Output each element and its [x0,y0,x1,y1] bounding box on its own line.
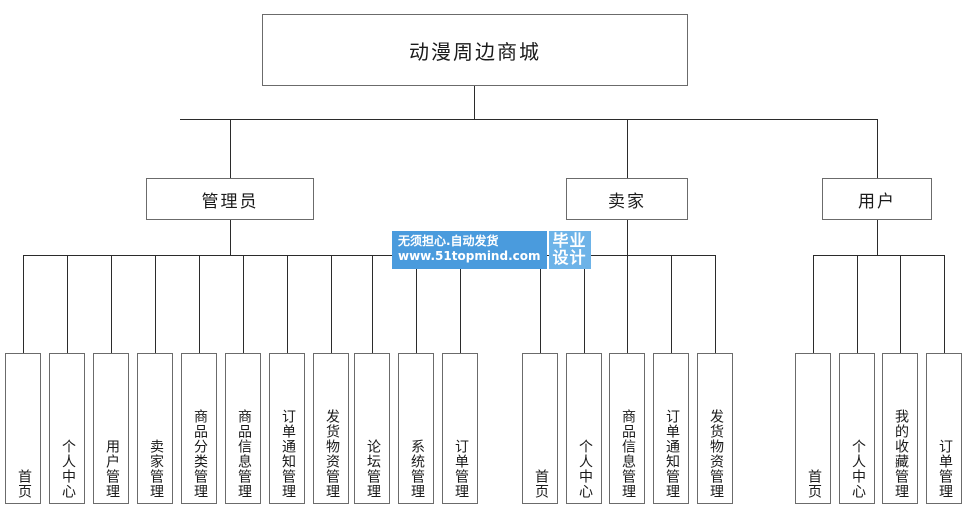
leaf-seller-order-notice-management[interactable]: 订单通知管理 [653,353,689,504]
leaf-label: 个人中心 [577,439,592,499]
watermark-badge: 毕业 设计 [548,231,591,269]
leaf-seller-shipping-material-management[interactable]: 发货物资管理 [697,353,733,504]
leaf-user-home[interactable]: 首页 [795,353,831,504]
branch-node-seller-label: 卖家 [608,191,646,211]
connector-user-leaf-2 [857,255,858,353]
root-node-anime-mall[interactable]: 动漫周边商城 [262,14,688,86]
leaf-label: 用户管理 [104,439,119,499]
connector-level1-bus [180,119,878,120]
connector-seller-leaf-2 [584,255,585,353]
root-node-label: 动漫周边商城 [409,41,541,64]
leaf-label: 发货物资管理 [708,409,723,499]
branch-node-admin-label: 管理员 [201,191,259,211]
branch-node-admin[interactable]: 管理员 [146,178,314,220]
leaf-admin-home[interactable]: 首页 [5,353,41,504]
leaf-label: 首页 [533,469,548,499]
watermark-main: 无须担心.自动发货 www.51topmind.com [392,231,547,269]
leaf-admin-seller-management[interactable]: 卖家管理 [137,353,173,504]
leaf-label: 首页 [16,469,31,499]
connector-admin-leaf-4 [155,255,156,353]
leaf-admin-forum-management[interactable]: 论坛管理 [354,353,390,504]
leaf-admin-personal-center[interactable]: 个人中心 [49,353,85,504]
leaf-label: 论坛管理 [365,439,380,499]
leaf-label: 订单通知管理 [664,409,679,499]
leaf-label: 首页 [806,469,821,499]
leaf-user-personal-center[interactable]: 个人中心 [839,353,875,504]
leaf-user-my-favorites-management[interactable]: 我的收藏管理 [882,353,918,504]
connector-user-bus [813,255,944,256]
leaf-label: 卖家管理 [148,439,163,499]
connector-seller-leaf-1 [540,255,541,353]
leaf-admin-order-management[interactable]: 订单管理 [442,353,478,504]
branch-node-user-label: 用户 [858,191,896,211]
connector-admin-leaf-1 [23,255,24,353]
connector-user-leaf-3 [900,255,901,353]
leaf-label: 商品分类管理 [192,409,207,499]
watermark-url: www.51topmind.com [398,249,541,264]
connector-admin-leaf-6 [243,255,244,353]
connector-root-stem [474,86,475,119]
leaf-label: 订单管理 [453,439,468,499]
connector-admin-leaf-10 [416,255,417,353]
leaf-seller-personal-center[interactable]: 个人中心 [566,353,602,504]
connector-admin-leaf-11 [460,255,461,353]
connector-user-stem [877,220,878,255]
leaf-user-order-management[interactable]: 订单管理 [926,353,962,504]
connector-drop-admin [230,119,231,178]
leaf-admin-user-management[interactable]: 用户管理 [93,353,129,504]
leaf-label: 个人中心 [850,439,865,499]
watermark-badge-line2: 设计 [552,247,587,267]
connector-admin-leaf-5 [199,255,200,353]
leaf-label: 商品信息管理 [620,409,635,499]
connector-drop-seller [627,119,628,178]
connector-admin-stem [230,220,231,255]
watermark-badge-line1: 毕业 [552,231,587,250]
leaf-label: 商品信息管理 [236,409,251,499]
connector-drop-user [877,119,878,178]
leaf-seller-home[interactable]: 首页 [522,353,558,504]
connector-seller-leaf-5 [715,255,716,353]
connector-admin-leaf-7 [287,255,288,353]
connector-user-leaf-1 [813,255,814,353]
leaf-admin-product-category-management[interactable]: 商品分类管理 [181,353,217,504]
leaf-label: 个人中心 [60,439,75,499]
connector-admin-bus [23,255,460,256]
leaf-label: 发货物资管理 [324,409,339,499]
connector-admin-leaf-9 [372,255,373,353]
branch-node-seller[interactable]: 卖家 [566,178,688,220]
connector-seller-leaf-3 [627,255,628,353]
leaf-admin-system-management[interactable]: 系统管理 [398,353,434,504]
leaf-admin-product-info-management[interactable]: 商品信息管理 [225,353,261,504]
watermark-slogan: 无须担心.自动发货 [398,234,499,249]
branch-node-user[interactable]: 用户 [822,178,932,220]
connector-admin-leaf-3 [111,255,112,353]
connector-seller-stem [627,220,628,255]
leaf-admin-order-notice-management[interactable]: 订单通知管理 [269,353,305,504]
leaf-seller-product-info-management[interactable]: 商品信息管理 [609,353,645,504]
watermark-overlay: 无须担心.自动发货 www.51topmind.com 毕业 设计 [392,231,591,269]
connector-user-leaf-4 [944,255,945,353]
leaf-admin-shipping-material-management[interactable]: 发货物资管理 [313,353,349,504]
connector-admin-leaf-2 [67,255,68,353]
leaf-label: 订单管理 [937,439,952,499]
leaf-label: 我的收藏管理 [893,409,908,499]
connector-seller-leaf-4 [671,255,672,353]
leaf-label: 订单通知管理 [280,409,295,499]
connector-admin-leaf-8 [331,255,332,353]
leaf-label: 系统管理 [409,439,424,499]
